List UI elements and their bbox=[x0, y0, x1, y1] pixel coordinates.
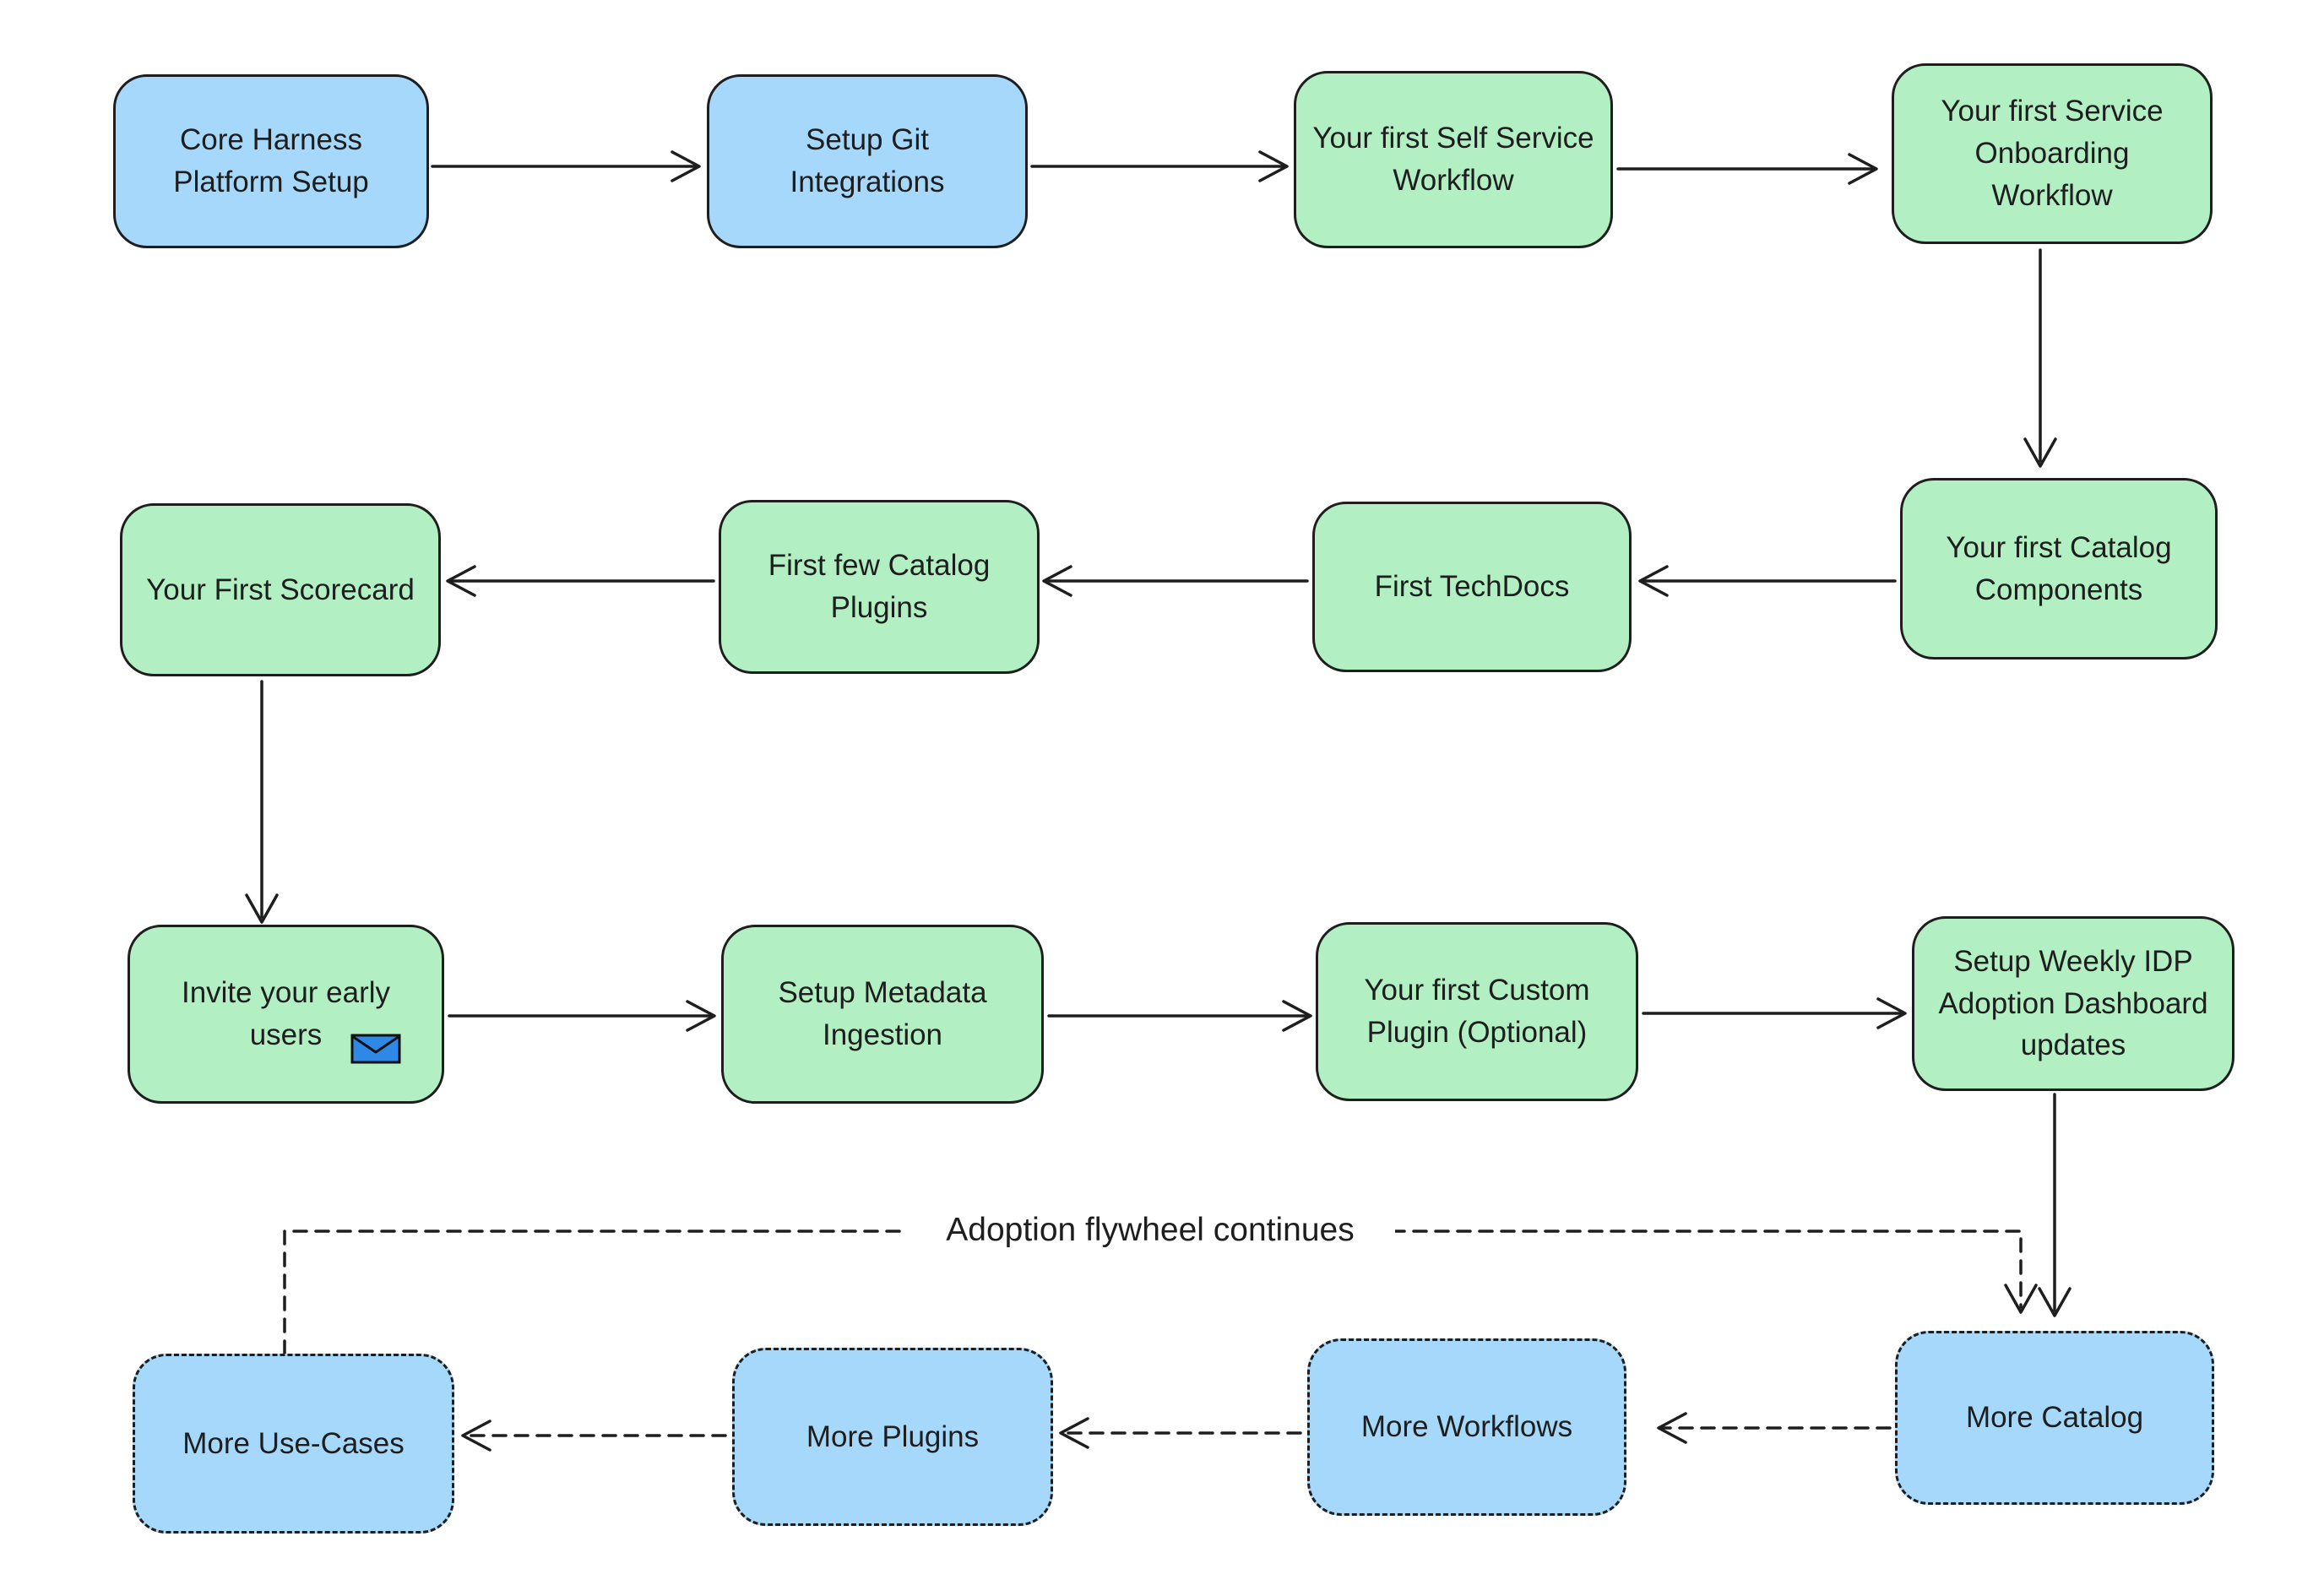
arrow-core-to-git bbox=[431, 150, 701, 182]
arrow-scorecard-to-invite bbox=[245, 680, 279, 924]
arrow-onboarding-to-catalogcomponents bbox=[2023, 248, 2057, 468]
arrow-invite-to-metadata bbox=[448, 1000, 716, 1032]
node-first-service-onboarding-workflow: Your first Service Onboarding Workflow bbox=[1892, 63, 2213, 244]
node-first-scorecard: Your First Scorecard bbox=[120, 503, 441, 676]
envelope-icon bbox=[350, 1034, 401, 1064]
arrow-moreplugins-to-moreusecases bbox=[461, 1420, 727, 1452]
node-first-techdocs: First TechDocs bbox=[1312, 502, 1632, 672]
flywheel-label: Adoption flywheel continues bbox=[905, 1206, 1395, 1255]
node-first-custom-plugin: Your first Custom Plugin (Optional) bbox=[1316, 922, 1638, 1101]
node-more-use-cases: More Use-Cases bbox=[133, 1354, 454, 1534]
arrow-metadata-to-customplugin bbox=[1047, 1000, 1312, 1032]
node-first-catalog-components: Your first Catalog Components bbox=[1900, 478, 2218, 660]
arrow-catalogplugins-to-scorecard bbox=[446, 565, 715, 597]
arrow-catalogcomponents-to-techdocs bbox=[1638, 565, 1897, 597]
arrow-techdocs-to-catalogplugins bbox=[1042, 565, 1309, 597]
node-more-catalog: More Catalog bbox=[1895, 1331, 2214, 1505]
node-setup-git-integrations: Setup Git Integrations bbox=[707, 74, 1028, 248]
arrow-dashboard-to-morecatalog bbox=[2038, 1093, 2072, 1317]
invite-early-users-label: Invite your early users bbox=[181, 976, 391, 1051]
node-core-harness-platform-setup: Core Harness Platform Setup bbox=[113, 74, 429, 248]
node-more-workflows: More Workflows bbox=[1307, 1338, 1626, 1516]
node-weekly-idp-adoption-dashboard: Setup Weekly IDP Adoption Dashboard upda… bbox=[1912, 916, 2234, 1091]
node-more-plugins: More Plugins bbox=[732, 1348, 1053, 1526]
node-invite-early-users: Invite your early users bbox=[128, 925, 444, 1104]
arrow-customplugin-to-dashboard bbox=[1642, 997, 1907, 1029]
arrow-selfservice-to-onboarding bbox=[1616, 153, 1878, 185]
node-setup-metadata-ingestion: Setup Metadata Ingestion bbox=[721, 925, 1044, 1104]
node-first-self-service-workflow: Your first Self Service Workflow bbox=[1294, 71, 1613, 248]
arrow-morecatalog-to-moreworkflows bbox=[1657, 1412, 1892, 1444]
arrow-git-to-selfservice bbox=[1030, 150, 1289, 182]
node-first-few-catalog-plugins: First few Catalog Plugins bbox=[719, 500, 1040, 674]
arrow-moreworkflows-to-moreplugins bbox=[1059, 1417, 1302, 1449]
